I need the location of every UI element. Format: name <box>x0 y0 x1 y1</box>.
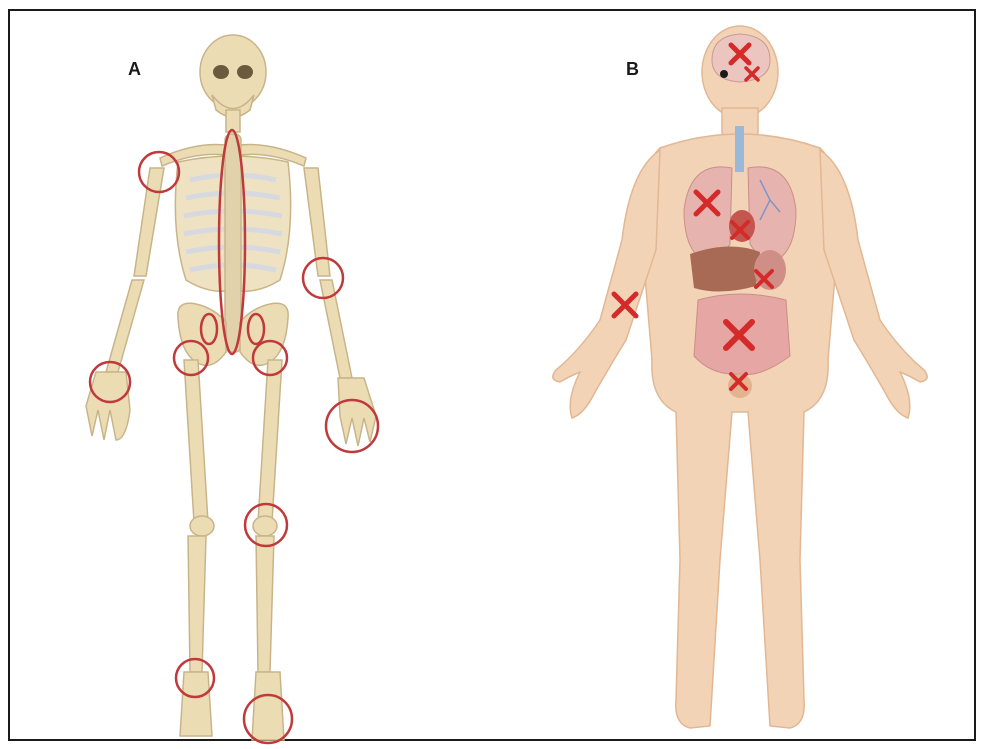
femur-right <box>184 360 208 522</box>
panel-b-label: B <box>626 59 639 80</box>
hand-left <box>338 378 376 446</box>
femur-left <box>258 360 282 522</box>
forearm-right <box>106 280 144 372</box>
arm-left <box>820 150 927 418</box>
skull <box>200 35 266 109</box>
liver <box>690 246 760 291</box>
panel-a-label: A <box>128 59 141 80</box>
hand-right <box>86 372 130 440</box>
eye <box>720 70 728 78</box>
spine <box>225 134 241 352</box>
foot-left <box>252 672 284 740</box>
tibia-left <box>256 536 274 672</box>
trachea <box>735 126 744 172</box>
arm-right <box>553 150 660 418</box>
tibia-right <box>188 536 206 672</box>
foot-right <box>180 672 212 736</box>
humerus-right <box>134 168 164 276</box>
